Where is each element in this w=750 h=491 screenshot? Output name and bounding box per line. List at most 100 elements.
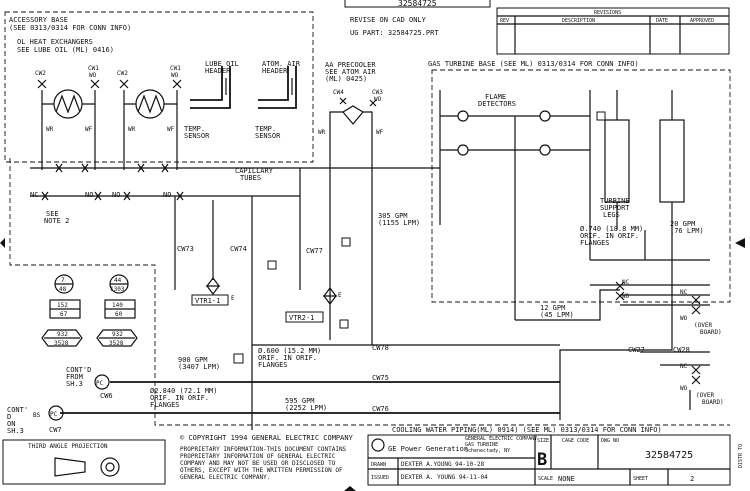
prop-line-2: PROPRIETARY INFORMATION OF GENERAL ELECT…: [180, 453, 336, 460]
issued-label: ISSUED: [371, 475, 389, 481]
dwg-number: 32584725: [645, 450, 693, 461]
sheet-value: 2: [690, 475, 694, 483]
gauge2-top: 44: [114, 277, 122, 284]
atom-air-header-label: ATOM. AIR: [262, 60, 301, 68]
turbine-support-label3: LEGS: [603, 211, 620, 219]
flow-305b: (1155 LPM): [378, 219, 420, 227]
revisions-table: REVISIONS REV DESCRIPTION DATE APPROVED: [496, 7, 730, 55]
range1-b: 67: [60, 311, 68, 318]
atom-air-header-pipe: [258, 66, 297, 109]
vtr1-valve-icon: [205, 277, 221, 295]
center-mark-bottom-icon: [344, 486, 356, 491]
temp-switch-2-icon: [341, 237, 351, 247]
distr-label: DISTR TO: [738, 444, 744, 468]
see-note-label: SEE: [46, 210, 59, 218]
orif-0740c: FLANGES: [580, 239, 610, 247]
tag-cw2b: CW2: [117, 70, 128, 77]
valve-cw1-icon: [172, 79, 182, 89]
overboard-2b: BOARD): [702, 399, 724, 406]
revisions-title: REVISIONS: [594, 10, 621, 16]
turbine-support-legs: [604, 90, 685, 230]
heat-exchanger-1: [53, 89, 83, 119]
see-note-label2: NOTE 2: [44, 217, 69, 225]
range3-a: 932: [57, 331, 68, 338]
flow-900: 900 GPM: [178, 356, 208, 364]
tag-wo2: WO: [171, 72, 179, 79]
temp-switch-1-icon: [267, 260, 277, 270]
temp-sensor-1-label: TEMP.: [184, 125, 205, 133]
tag-nc4: NC: [680, 363, 688, 370]
tag-cw6: CW6: [100, 392, 113, 400]
issued-value: DEXTER A. YOUNG 94-11-04: [401, 474, 488, 481]
tag-wo6: WO: [680, 385, 688, 392]
aa-precooler-label2: SEE ATOM AIR: [325, 68, 376, 76]
temp-sensor-2-label2: SENSOR: [255, 132, 281, 140]
flow-12: 12 GPM: [540, 304, 565, 312]
tag-nc1: NC: [30, 191, 38, 199]
range4-a: 932: [112, 331, 123, 338]
tag-cw1b: CW1: [170, 65, 181, 72]
tag-wr3: WR: [318, 129, 326, 136]
prop-line-4: OTHERS, EXCEPT WITH THE WRITTEN PERMISSI…: [180, 467, 343, 474]
tag-cw75: CW75: [372, 374, 389, 382]
tag-wf3: WF: [376, 129, 384, 136]
range1-a: 152: [57, 302, 68, 309]
valve-cw4-icon: [339, 97, 347, 105]
tag-wr2: WR: [128, 126, 136, 133]
tag-cw73: CW73: [177, 245, 194, 253]
tag-wf2: WF: [167, 126, 175, 133]
third-angle-label: THIRD ANGLE PROJECTION: [28, 443, 108, 450]
tag-wo5: WO: [680, 315, 688, 322]
cont-on2: D: [7, 413, 11, 421]
aa-precooler-label: AA PRECOOLER: [325, 61, 376, 69]
cont-on: CONT': [7, 406, 28, 414]
capillary-tubes-label2: TUBES: [240, 174, 261, 182]
flame-detectors-label: FLAME: [485, 93, 506, 101]
orif-2840b: ORIF. IN ORIF.: [150, 394, 209, 402]
temp-switch-3-icon: [339, 319, 349, 329]
valves-nc-no: [41, 163, 184, 201]
copyright: © COPYRIGHT 1994 GENERAL ELECTRIC COMPAN…: [180, 434, 354, 442]
oil-hx-label: OL HEAT EXCHANGERS: [17, 38, 93, 46]
top-dwg-number: 32584725: [398, 0, 437, 8]
tag-e2: E: [338, 292, 342, 299]
range2-b: 60: [115, 311, 123, 318]
contd-from2: FROM: [66, 373, 83, 381]
contd-from3: SH.3: [66, 380, 83, 388]
revise-note: REVISE ON CAD ONLY: [350, 16, 427, 24]
pc-cw7-icon: [48, 405, 64, 421]
overboard-1: (OVER: [694, 322, 712, 329]
rev-col-date: DATE: [656, 18, 668, 24]
lube-oil-header-label: LUBE OIL: [205, 60, 239, 68]
orif-2840: Ø2.840 (72.1 MM): [150, 387, 217, 395]
turbine-support-label2: SUPPORT: [600, 204, 630, 212]
gauges: [41, 274, 138, 347]
tag-cw78: CW78: [372, 344, 389, 352]
drawn-label: DRAWN: [371, 462, 386, 468]
prop-line-1: PROPRIETARY INFORMATION-THIS DOCUMENT CO…: [180, 446, 347, 453]
cage-label: CAGE CODE: [562, 438, 589, 444]
center-mark-left-icon: [0, 238, 5, 248]
company-small3: Schenectady, NY: [465, 448, 510, 454]
flame-detectors-label2: DETECTORS: [478, 100, 516, 108]
flow-20b: (76 LPM): [670, 227, 704, 235]
vtr2-valve-icon: [322, 287, 338, 305]
sheet-label: SHEET: [633, 476, 648, 482]
tag-no1: NO: [85, 191, 93, 199]
tag-no3: NO: [163, 191, 171, 199]
tag-cw77: CW77: [306, 247, 323, 255]
orif-0600b: ORIF. IN ORIF.: [258, 354, 317, 362]
tag-wo3: WO: [374, 96, 382, 103]
rev-col-approved: APPROVED: [690, 18, 714, 24]
cont-on3: ON: [7, 420, 15, 428]
scale-value: NONE: [558, 475, 575, 483]
prop-line-5: GENERAL ELECTRIC COMPANY.: [180, 474, 270, 481]
oil-hx-ref: SEE LUBE OIL (ML) 0416): [17, 46, 114, 54]
flow-595b: (2252 LPM): [285, 404, 327, 412]
cont-on4: SH.3: [7, 427, 24, 435]
valve-wo-icon: [90, 79, 100, 89]
tag-pc2: PC: [50, 411, 58, 418]
accessory-base-ref: (SEE 0313/0314 FOR CONN INFO): [9, 24, 131, 32]
title-block-grid: [367, 434, 731, 486]
aa-precooler-label3: (ML) 0425): [325, 75, 367, 83]
